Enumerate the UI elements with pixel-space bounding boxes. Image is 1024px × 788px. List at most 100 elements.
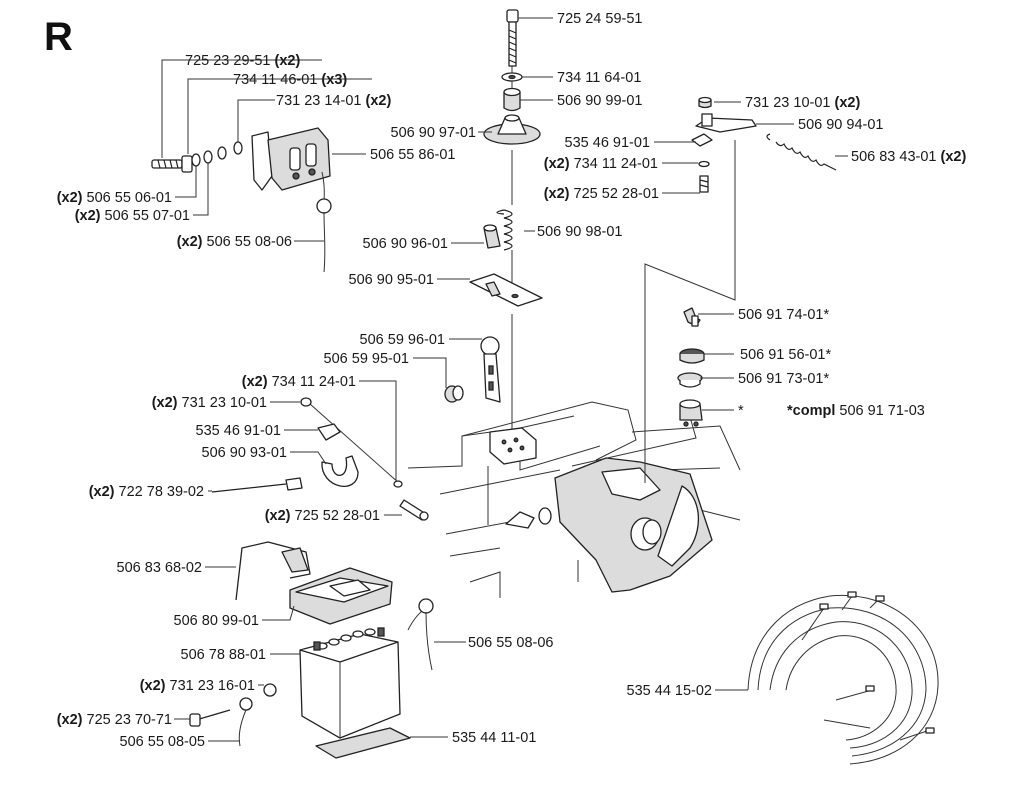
- label-pre: (x2): [57, 190, 87, 206]
- part-number-label: 506 90 93-01: [202, 445, 287, 461]
- label-num: 506 55 86-01: [370, 147, 455, 163]
- part-number-label: 734 11 46-01 (x3): [233, 72, 347, 88]
- label-num: 506 78 88-01: [181, 647, 266, 663]
- label-num: 506 55 08-06: [207, 234, 292, 250]
- label-num: 734 11 24-01: [272, 374, 356, 390]
- battery-drawing: [189, 541, 434, 759]
- part-number-label: 535 44 15-02: [627, 683, 712, 699]
- label-num: 506 55 08-06: [468, 635, 553, 651]
- part-number-label: 506 55 08-06: [468, 635, 553, 651]
- label-num: 506 91 56-01*: [740, 347, 831, 363]
- label-num: 506 83 43-01: [851, 149, 941, 165]
- label-num: 734 11 24-01: [574, 156, 658, 172]
- part-number-label: 506 91 56-01*: [740, 347, 831, 363]
- part-number-label: 506 91 74-01*: [738, 307, 829, 323]
- spring-assembly-drawing: [444, 9, 543, 465]
- part-number-label: (x2) 725 23 70-71: [57, 712, 172, 728]
- part-number-label: 506 91 73-01*: [738, 371, 829, 387]
- part-number-label: 506 90 97-01: [391, 125, 476, 141]
- leader-lines: [161, 17, 848, 742]
- part-number-label: 506 55 08-05: [120, 734, 205, 750]
- label-num: 506 80 99-01: [174, 613, 259, 629]
- label-pre: (x2): [544, 186, 574, 202]
- label-num: 506 55 07-01: [105, 208, 190, 224]
- part-number-label: (x2) 506 55 06-01: [57, 190, 172, 206]
- label-num: 725 52 28-01: [574, 186, 659, 202]
- label-suf: (x2): [275, 53, 301, 69]
- label-num: 506 83 68-02: [117, 560, 202, 576]
- label-num: 506 59 96-01: [360, 332, 445, 348]
- part-number-label: (x2) 731 23 16-01: [140, 678, 255, 694]
- part-number-label: 506 90 99-01: [557, 93, 642, 109]
- label-num: 734 11 46-01: [233, 72, 321, 88]
- label-num: 535 46 91-01: [196, 423, 281, 439]
- part-number-label: 506 59 95-01: [324, 351, 409, 367]
- label-num: 725 23 70-71: [87, 712, 172, 728]
- label-num: 506 90 95-01: [349, 272, 434, 288]
- label-pre: *compl: [787, 403, 839, 419]
- label-pre: (x2): [177, 234, 207, 250]
- part-number-label: (x2) 725 52 28-01: [265, 508, 380, 524]
- label-num: 506 91 71-03: [839, 403, 924, 419]
- label-pre: (x2): [544, 156, 574, 172]
- section-letter: R: [44, 15, 73, 59]
- part-number-label: 506 90 94-01: [798, 117, 883, 133]
- part-number-label: 535 44 11-01: [452, 730, 536, 746]
- part-number-label: 725 23 29-51 (x2): [185, 53, 300, 69]
- label-num: 506 90 93-01: [202, 445, 287, 461]
- part-number-label: 734 11 64-01: [557, 70, 641, 86]
- solenoid-drawing: [151, 127, 332, 273]
- label-num: 506 90 97-01: [391, 125, 476, 141]
- label-pre: (x2): [89, 484, 119, 500]
- label-num: 506 55 08-05: [120, 734, 205, 750]
- label-num: 722 78 39-02: [119, 484, 204, 500]
- label-num: 731 23 10-01: [745, 95, 835, 111]
- label-num: 725 23 29-51: [185, 53, 275, 69]
- label-num: 535 44 15-02: [627, 683, 712, 699]
- label-num: 506 59 95-01: [324, 351, 409, 367]
- part-number-label: *: [738, 403, 744, 419]
- label-suf: (x2): [835, 95, 861, 111]
- part-number-label: 731 23 10-01 (x2): [745, 95, 860, 111]
- frame-drawing: [407, 140, 741, 598]
- label-suf: (x2): [941, 149, 967, 165]
- label-pre: (x2): [265, 508, 295, 524]
- part-number-label: 506 59 96-01: [360, 332, 445, 348]
- label-num: 731 23 10-01: [182, 395, 267, 411]
- label-num: 506 90 96-01: [363, 236, 448, 252]
- part-number-label: (x2) 725 52 28-01: [544, 186, 659, 202]
- clip-drawing: [211, 397, 429, 521]
- part-number-label: (x2) 734 11 24-01: [242, 374, 356, 390]
- label-suf: (x3): [321, 72, 347, 88]
- part-number-label: 506 83 68-02: [117, 560, 202, 576]
- part-number-label: (x2) 506 55 07-01: [75, 208, 190, 224]
- label-num: 731 23 16-01: [170, 678, 255, 694]
- label-num: 535 44 11-01: [452, 730, 536, 746]
- part-number-label: 506 80 99-01: [174, 613, 259, 629]
- part-labels: 725 24 59-51 734 11 64-01 506 90 99-01 506 …: [57, 11, 967, 750]
- part-number-label: 535 46 91-01: [565, 135, 650, 151]
- part-number-label: (x2) 731 23 10-01: [152, 395, 267, 411]
- part-number-label: (x2) 734 11 24-01: [544, 156, 658, 172]
- label-num: 734 11 64-01: [557, 70, 641, 86]
- part-number-label: 506 90 96-01: [363, 236, 448, 252]
- label-num: 506 91 74-01*: [738, 307, 829, 323]
- part-number-label: 506 83 43-01 (x2): [851, 149, 966, 165]
- label-num: 535 46 91-01: [565, 135, 650, 151]
- part-number-label: 731 23 14-01 (x2): [276, 93, 391, 109]
- lever-drawing: [677, 96, 837, 427]
- label-pre: (x2): [140, 678, 170, 694]
- part-number-label: *compl 506 91 71-03: [787, 403, 925, 419]
- label-pre: (x2): [57, 712, 87, 728]
- part-number-label: 506 78 88-01: [181, 647, 266, 663]
- label-num: *: [738, 403, 744, 419]
- label-pre: (x2): [242, 374, 272, 390]
- part-number-label: (x2) 506 55 08-06: [177, 234, 292, 250]
- label-num: 506 55 06-01: [87, 190, 172, 206]
- wiring-harness-drawing: [747, 591, 939, 765]
- label-pre: (x2): [152, 395, 182, 411]
- part-number-label: (x2) 722 78 39-02: [89, 484, 204, 500]
- label-num: 731 23 14-01: [276, 93, 366, 109]
- part-number-label: 725 24 59-51: [557, 11, 642, 27]
